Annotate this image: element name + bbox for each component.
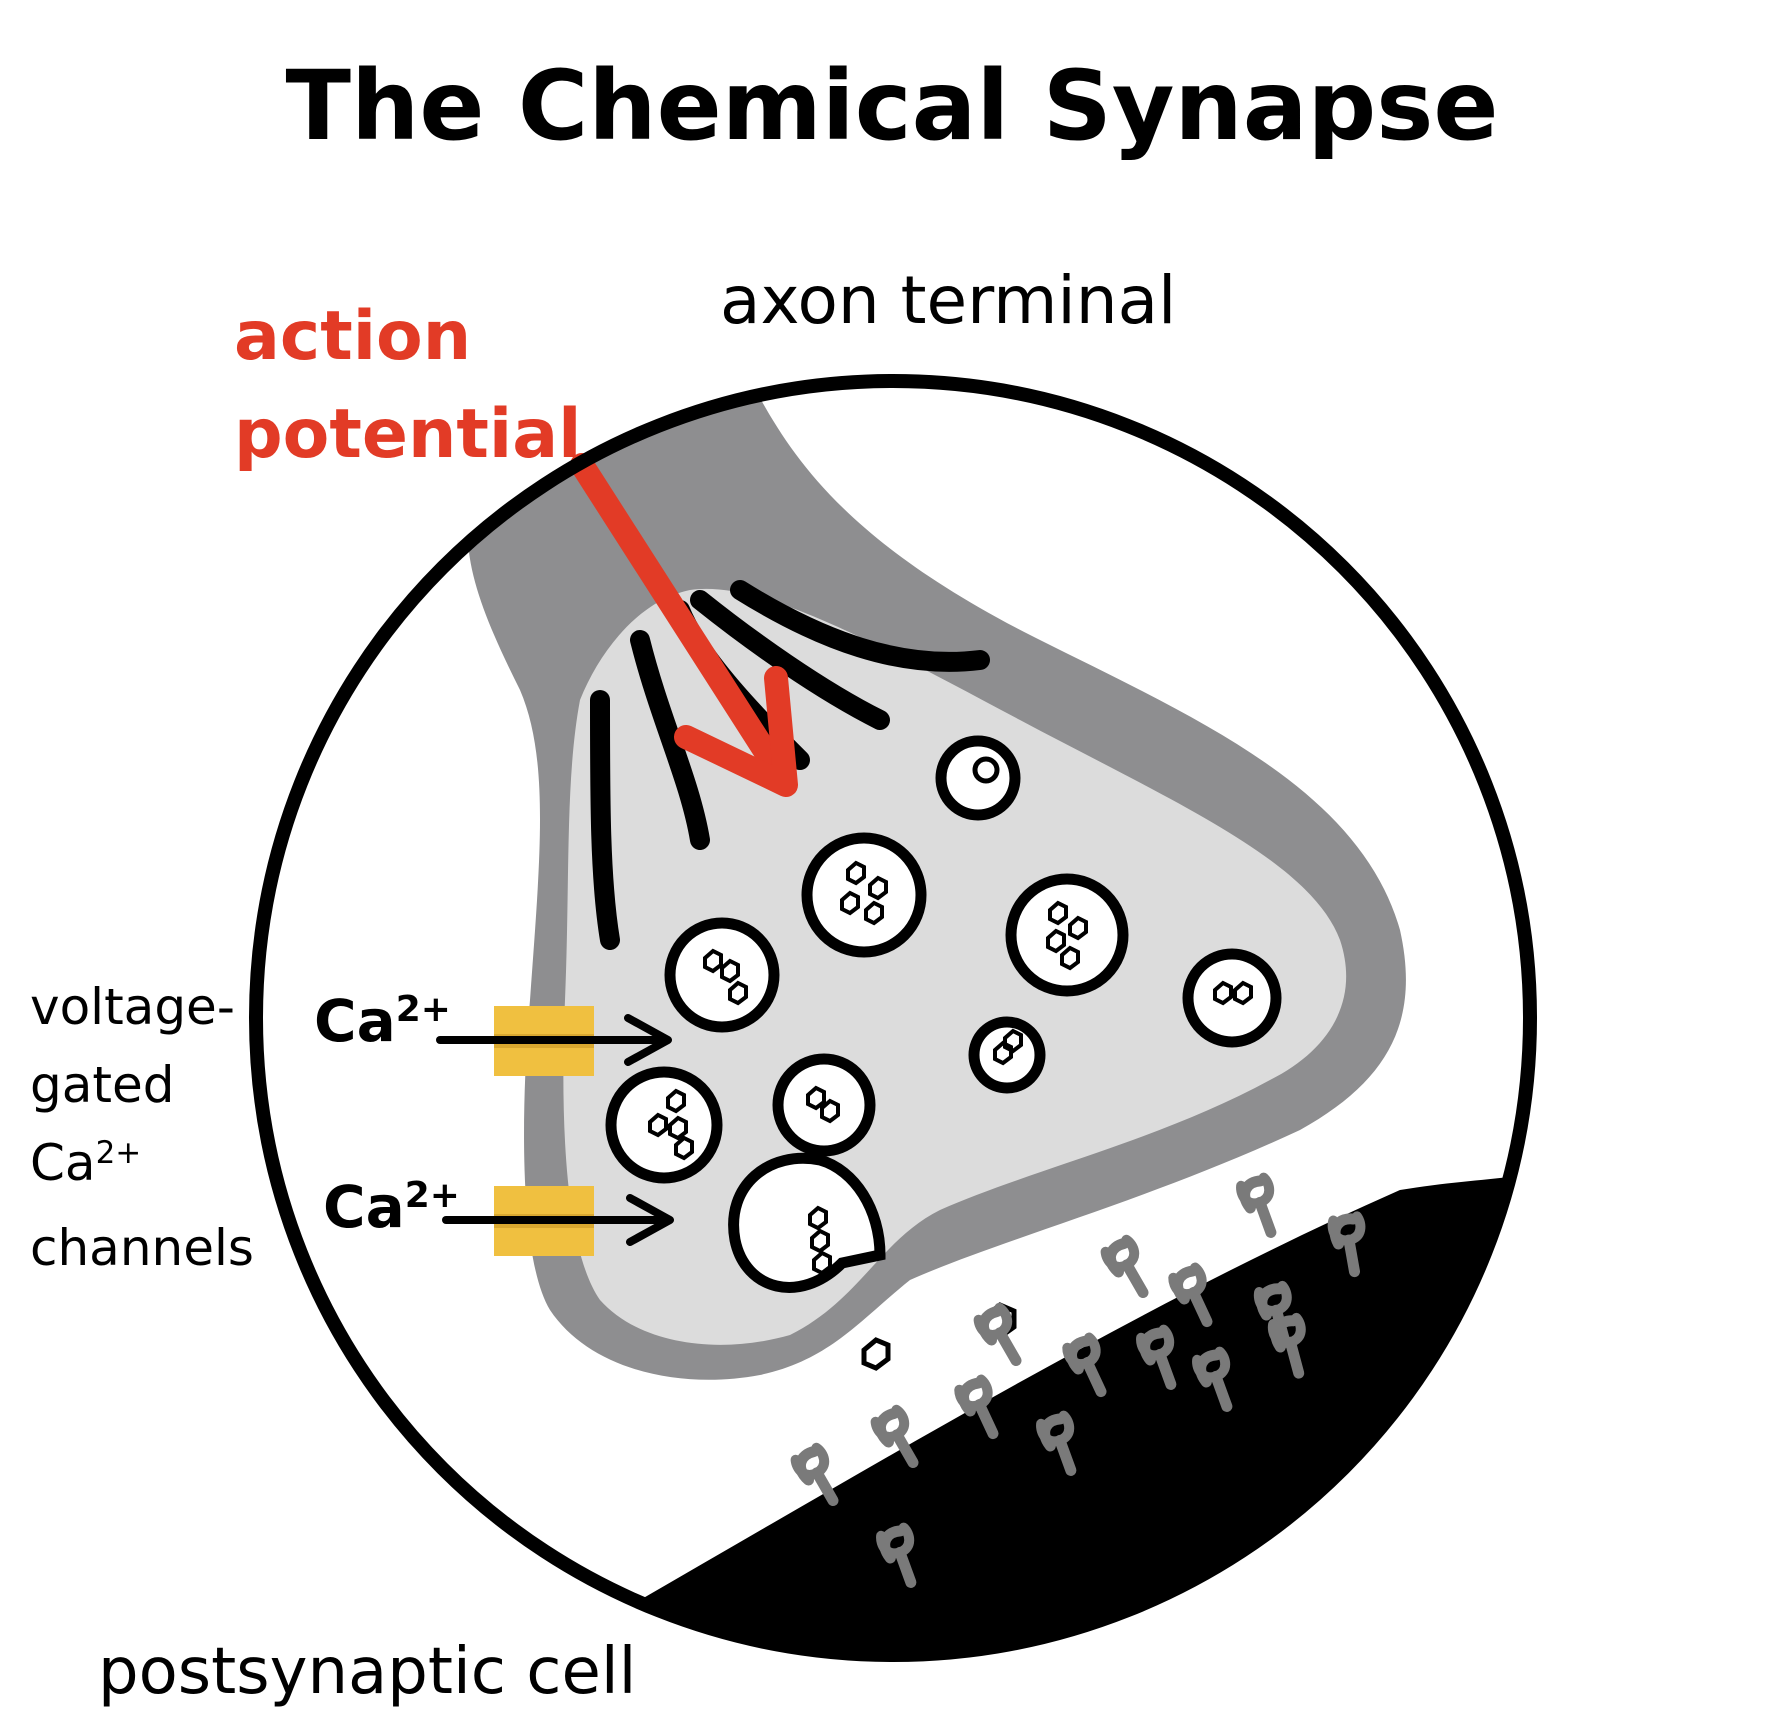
action-potential-label-line1: action <box>234 297 472 376</box>
calcium-ion-charge: 2+ <box>395 989 451 1031</box>
arrow-icon <box>436 1014 672 1066</box>
neurotransmitter-icon <box>840 860 888 926</box>
calcium-ion-label: Ca2+ <box>323 1178 460 1236</box>
action-potential-label-line2: potential <box>234 395 582 474</box>
calcium-channels-label: voltage- gated Ca2+ channels <box>30 968 254 1287</box>
calcium-ion-symbol: Ca <box>314 987 396 1055</box>
synaptic-vesicle-icon <box>968 1016 1046 1094</box>
calcium-influx-arrows <box>436 1014 674 1246</box>
magnification-circle <box>249 374 1537 1662</box>
page-title: The Chemical Synapse <box>285 50 1499 162</box>
calcium-channels-label-line2: gated <box>30 1056 175 1114</box>
calcium-channels-label-line3: Ca2+ <box>30 1124 254 1209</box>
calcium-ion-symbol: Ca <box>323 1173 405 1241</box>
neurotransmitter-icon <box>806 1085 840 1124</box>
synaptic-vesicle-icon <box>1005 873 1129 997</box>
arrow-icon <box>442 1194 674 1246</box>
action-potential-label: action potential <box>234 288 581 484</box>
neurotransmitter-icon <box>703 948 748 1006</box>
synaptic-vesicle-icon <box>801 832 927 958</box>
neurotransmitter-icon <box>1046 900 1088 971</box>
postsynaptic-cell-label: postsynaptic cell <box>98 1635 637 1709</box>
calcium-channels-label-line4: channels <box>30 1219 254 1277</box>
receptor-icon <box>1104 1239 1155 1300</box>
neurotransmitter-icon <box>1213 980 1253 1006</box>
neurotransmitters <box>648 860 1253 1276</box>
receptor-icon <box>1239 1177 1283 1237</box>
calcium-ion-charge: 2+ <box>404 1175 460 1217</box>
neurotransmitter-icon <box>648 1088 694 1161</box>
neurotransmitter-icon <box>993 1028 1023 1066</box>
fusing-vesicle <box>728 1152 886 1293</box>
calcium-symbol: Ca <box>30 1134 96 1192</box>
calcium-ion-label: Ca2+ <box>314 992 451 1050</box>
synaptic-vesicles <box>605 735 1282 1184</box>
receptor-icon <box>977 1307 1028 1368</box>
calcium-channels-label-line1: voltage- <box>30 978 235 1036</box>
calcium-charge: 2+ <box>95 1134 142 1171</box>
synaptic-vesicle-icon <box>935 735 1021 821</box>
neurotransmitter-icon <box>808 1205 832 1276</box>
action-potential-arrow <box>570 453 798 797</box>
neurotransmitter-icon <box>861 1337 891 1371</box>
axon-terminal-label: axon terminal <box>720 262 1177 339</box>
